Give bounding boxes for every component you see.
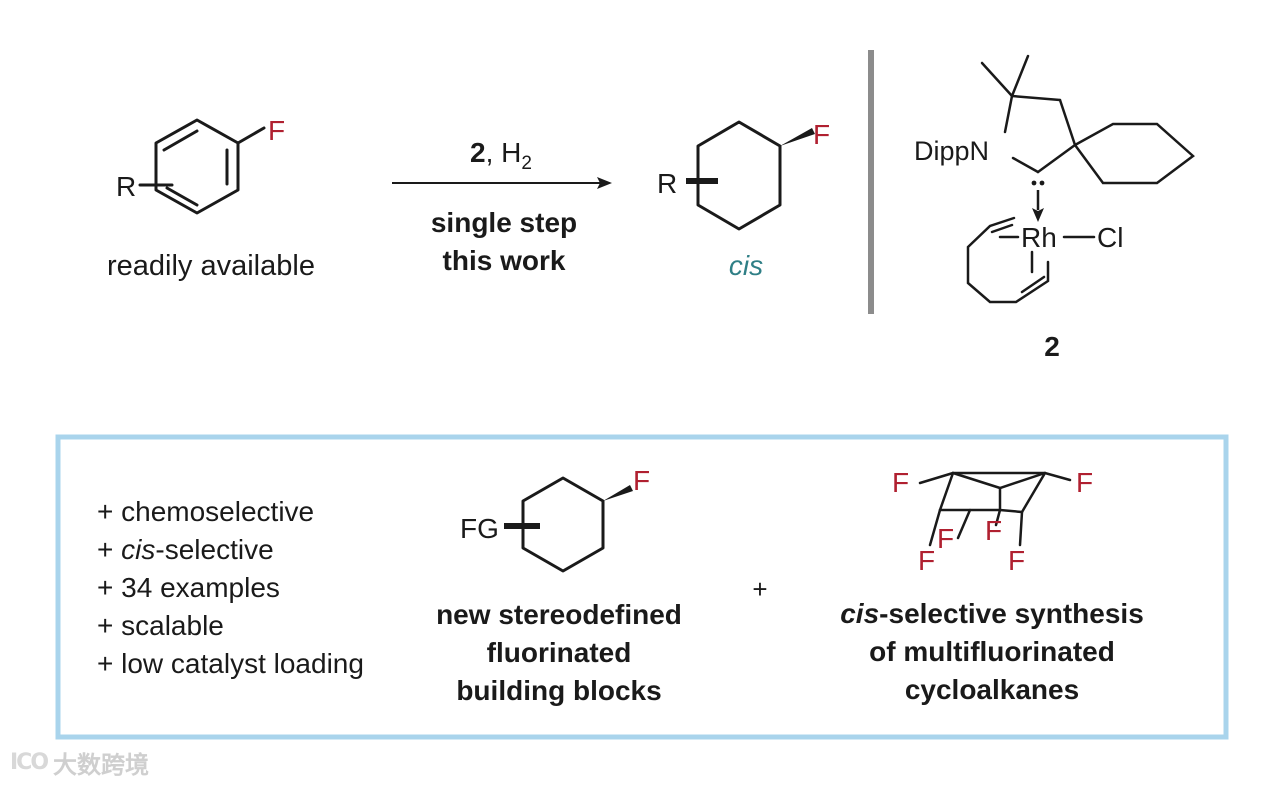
building-blocks-line1: new stereodefined (436, 599, 682, 630)
fg-building-block: FG F new stereodefined fluorinated build… (436, 465, 682, 706)
spiro-cyclohexane (1073, 122, 1195, 185)
fluorine-atom: F (1008, 545, 1025, 576)
fluorine-atom: F (937, 523, 954, 554)
watermark-text: 大数跨境 (53, 752, 150, 779)
chloride-label: Cl (1097, 222, 1123, 253)
cod-double-bond (1020, 275, 1046, 294)
aromatic-double-bond (165, 186, 199, 207)
carbene-lone-pair (1031, 180, 1037, 186)
carbene-lone-pair (1039, 180, 1045, 186)
chair-bond (938, 471, 1072, 512)
feature-item: + cis-selective (97, 534, 274, 565)
feature-item: + 34 examples (97, 572, 280, 603)
aromatic-double-bond (162, 129, 199, 152)
axial-cf-bond (956, 508, 972, 540)
synthesis-line1: cis-selective synthesis (840, 598, 1144, 629)
fluorine-atom: F (268, 115, 285, 146)
fluorine-atom: F (985, 515, 1002, 546)
fg-wedge-bond (603, 485, 633, 501)
cod-double-bond (990, 223, 1014, 234)
watermark-logo: ICO (10, 750, 49, 775)
product-fluorocyclohexane: R F cis (657, 119, 830, 281)
product-substituent-r: R (657, 168, 677, 199)
plus-sign: + (752, 574, 767, 604)
methyl-bond (1010, 54, 1030, 98)
chair-bond (951, 471, 1047, 490)
fg-label: FG (460, 513, 499, 544)
cf-bond (918, 471, 955, 485)
fluorine-atom: F (892, 467, 909, 498)
reaction-arrow-group: 2, H2 single step this work (392, 137, 612, 276)
ring-bond (1036, 143, 1077, 174)
reaction-arrow-head (597, 177, 612, 189)
catalyst-structure: DippN Rh Cl 2 (914, 54, 1195, 362)
synthesis-line3: cycloalkanes (905, 674, 1079, 705)
feature-item: + scalable (97, 610, 224, 641)
ring-bond (1058, 98, 1077, 147)
cis-label: cis (729, 250, 763, 281)
dipp-amine-label: DippN (914, 136, 989, 166)
watermark: ICO 大数跨境 (10, 745, 149, 780)
methyl-bond (980, 61, 1014, 98)
multifluorinated-chair: F F F F F F cis-selective synthesis of m… (840, 467, 1144, 705)
c-f-bond (236, 126, 266, 145)
building-blocks-line2: fluorinated (487, 637, 632, 668)
wedge-bond-f (780, 128, 815, 146)
cyclohexane-ring (696, 120, 782, 231)
fg-fluorine: F (633, 465, 650, 496)
features-box (55, 434, 1229, 740)
ring-bond (1003, 94, 1014, 134)
reaction-reagent: 2, H2 (470, 137, 532, 174)
substrate-fluoroarene: R F readily available (107, 115, 315, 282)
building-blocks-line3: building blocks (456, 675, 661, 706)
axial-cf-bond (1018, 510, 1024, 547)
feature-item: + chemoselective (97, 496, 314, 527)
axial-cf-bond (994, 508, 1002, 527)
substituent-r: R (116, 171, 136, 202)
feature-item: + low catalyst loading (97, 648, 364, 679)
cod-ligand (966, 216, 1050, 304)
condition-this-work: this work (443, 245, 566, 276)
condition-single-step: single step (431, 207, 577, 238)
ring-bond (1010, 94, 1062, 102)
product-fluorine: F (813, 119, 830, 150)
synthesis-line2: of multifluorinated (869, 636, 1115, 667)
substrate-caption: readily available (107, 250, 315, 282)
ring-bond (1011, 156, 1040, 174)
fluorine-atom: F (1076, 467, 1093, 498)
fluorine-atom: F (918, 545, 935, 576)
axial-cf-bond (928, 508, 942, 547)
rhodium-label: Rh (1021, 222, 1057, 253)
features-list: + chemoselective + cis-selective + 34 ex… (97, 496, 364, 679)
catalyst-number-label: 2 (1044, 331, 1060, 362)
dative-arrowhead (1032, 208, 1044, 222)
